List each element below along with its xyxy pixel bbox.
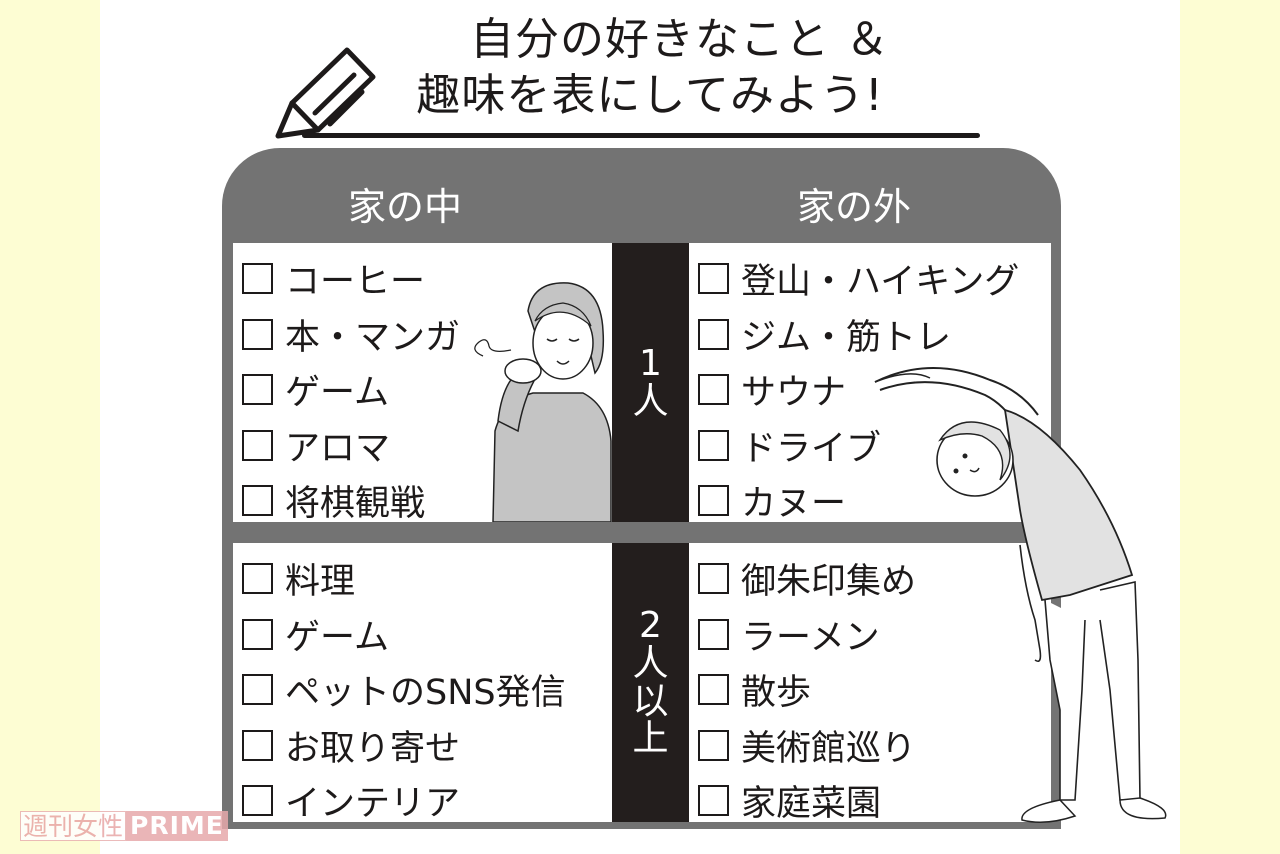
checklist-inside-group: 料理 ゲーム ペットのSNS発信 お取り寄せ インテリア — [242, 551, 566, 829]
list-item[interactable]: 散歩 — [698, 662, 916, 718]
checkbox-icon[interactable] — [698, 485, 729, 517]
list-item[interactable]: 将棋観戦 — [242, 473, 460, 529]
list-item[interactable]: インテリア — [242, 773, 566, 829]
checkbox-icon[interactable] — [698, 785, 729, 817]
title-line-2: 趣味を表にしてみよう! — [416, 70, 884, 121]
list-item[interactable]: 料理 — [242, 551, 566, 607]
checkbox-icon[interactable] — [698, 374, 729, 406]
checkbox-icon[interactable] — [698, 318, 729, 350]
list-item[interactable]: ゲーム — [242, 362, 460, 418]
list-item[interactable]: カヌー — [698, 473, 1019, 529]
checklist-outside-group: 御朱印集め ラーメン 散歩 美術館巡り 家庭菜園 — [698, 551, 916, 829]
checkbox-icon[interactable] — [242, 674, 273, 706]
woman-drinking-coffee-illustration — [474, 282, 612, 522]
checkbox-icon[interactable] — [698, 729, 729, 761]
checkbox-icon[interactable] — [698, 563, 729, 595]
list-item[interactable]: ペットのSNS発信 — [242, 662, 566, 718]
title-underline — [302, 133, 980, 138]
checkbox-icon[interactable] — [242, 429, 273, 461]
checkbox-icon[interactable] — [698, 674, 729, 706]
column-header-outside: 家の外 — [797, 185, 912, 229]
column-header-inside: 家の中 — [348, 185, 463, 229]
checkbox-icon[interactable] — [242, 263, 273, 295]
list-item[interactable]: ラーメン — [698, 607, 916, 663]
cell-inside-group: 料理 ゲーム ペットのSNS発信 お取り寄せ インテリア — [233, 543, 612, 824]
list-item[interactable]: コーヒー — [242, 251, 460, 307]
list-item[interactable]: ゲーム — [242, 607, 566, 663]
list-item[interactable]: 家庭菜園 — [698, 773, 916, 829]
list-item[interactable]: お取り寄せ — [242, 718, 566, 774]
hobby-table: 家の中 家の外 コーヒー 本・マンガ ゲーム アロマ 将棋観戦 1 人 登山・ハ… — [222, 148, 1061, 829]
checkbox-icon[interactable] — [242, 785, 273, 817]
list-item[interactable]: 美術館巡り — [698, 718, 916, 774]
checkbox-icon[interactable] — [242, 563, 273, 595]
list-item[interactable]: ドライブ — [698, 418, 1019, 474]
list-item[interactable]: 御朱印集め — [698, 551, 916, 607]
list-item[interactable]: アロマ — [242, 418, 460, 474]
pencil-icon — [275, 47, 376, 139]
checkbox-icon[interactable] — [242, 374, 273, 406]
checklist-outside-solo: 登山・ハイキング ジム・筋トレ サウナ ドライブ カヌー — [698, 251, 1019, 529]
checkbox-icon[interactable] — [698, 263, 729, 295]
checkbox-icon[interactable] — [698, 429, 729, 461]
title-line-1: 自分の好きなこと ＆ — [470, 14, 890, 65]
checkbox-icon[interactable] — [242, 318, 273, 350]
woman-stretching-illustration — [874, 367, 1167, 823]
row-label-solo: 1 人 — [612, 243, 689, 522]
cell-outside-group: 御朱印集め ラーメン 散歩 美術館巡り 家庭菜園 — [689, 543, 1051, 824]
list-item[interactable]: 登山・ハイキング — [698, 251, 1019, 307]
row-label-group: 2 人 以 上 — [612, 543, 689, 822]
cell-inside-solo: コーヒー 本・マンガ ゲーム アロマ 将棋観戦 — [233, 243, 612, 524]
checkbox-icon[interactable] — [242, 485, 273, 517]
watermark-logo: 週刊女性 PRIME — [20, 811, 228, 841]
checkbox-icon[interactable] — [242, 618, 273, 650]
list-item[interactable]: サウナ — [698, 362, 1019, 418]
list-item[interactable]: ジム・筋トレ — [698, 307, 1019, 363]
checklist-inside-solo: コーヒー 本・マンガ ゲーム アロマ 将棋観戦 — [242, 251, 460, 529]
checkbox-icon[interactable] — [242, 729, 273, 761]
list-item[interactable]: 本・マンガ — [242, 307, 460, 363]
checkbox-icon[interactable] — [698, 618, 729, 650]
